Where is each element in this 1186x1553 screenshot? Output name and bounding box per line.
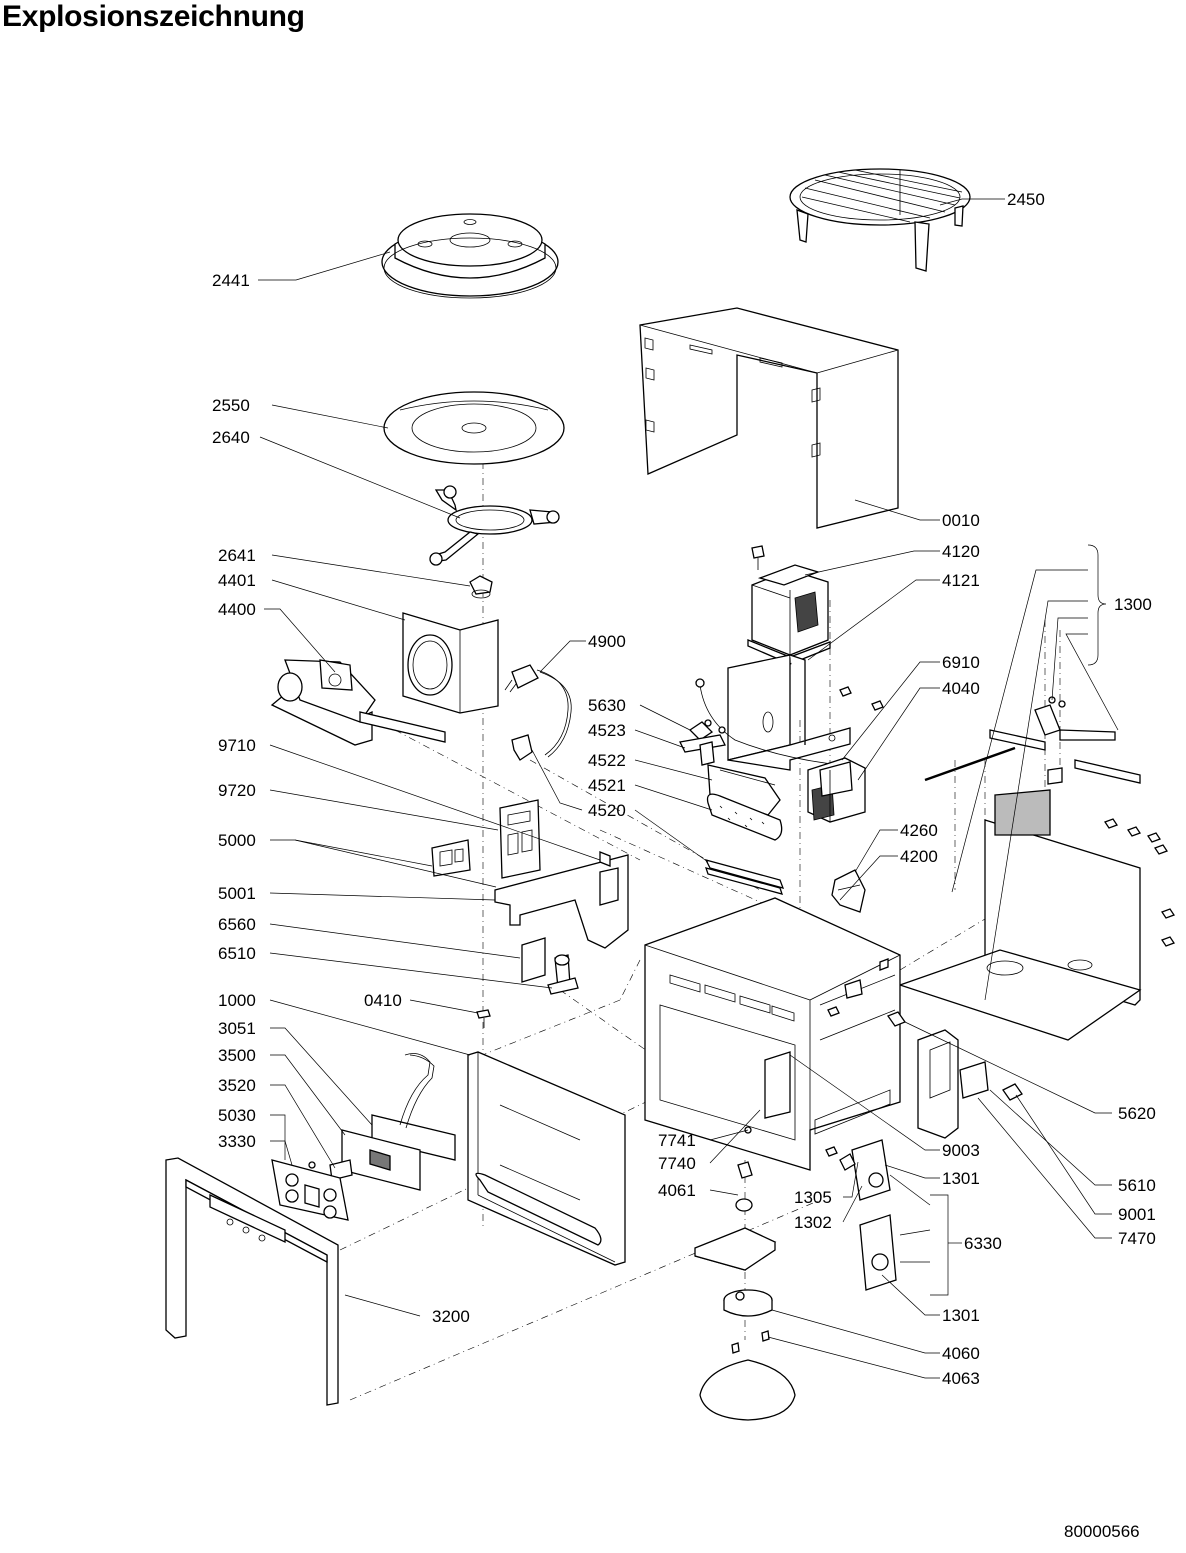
grill-heater-parts <box>679 719 785 895</box>
crisp-plate <box>381 213 559 299</box>
lamp-holder <box>521 937 579 995</box>
callout-5000: 5000 <box>218 831 256 850</box>
callout-4260: 4260 <box>900 821 938 840</box>
callout-4900: 4900 <box>588 632 626 651</box>
roller-ring <box>429 485 560 566</box>
callout-1302: 1302 <box>794 1213 832 1232</box>
grill-rails <box>924 696 1141 785</box>
brace-6330 <box>930 1194 949 1296</box>
callout-4401: 4401 <box>218 571 256 590</box>
oven-door <box>467 1051 626 1266</box>
cavity-side-panel <box>897 789 1175 1041</box>
callout-5630: 5630 <box>588 696 626 715</box>
callout-2640: 2640 <box>212 428 250 447</box>
fan-cover <box>402 612 499 714</box>
callout-6910: 6910 <box>942 653 980 672</box>
callout-2550: 2550 <box>212 396 250 415</box>
callout-9003: 9003 <box>942 1141 980 1160</box>
transformer-bracket <box>727 654 851 771</box>
callout-6510: 6510 <box>218 944 256 963</box>
callout-0410: 0410 <box>364 991 402 1010</box>
callout-4063: 4063 <box>942 1369 980 1388</box>
callout-3500: 3500 <box>218 1046 256 1065</box>
callout-5030: 5030 <box>218 1106 256 1125</box>
callout-3200: 3200 <box>432 1307 470 1326</box>
callout-4522: 4522 <box>588 751 626 770</box>
grill-rack <box>789 168 971 272</box>
document-number: 80000566 <box>1064 1522 1140 1541</box>
control-boards <box>431 799 541 879</box>
callout-4523: 4523 <box>588 721 626 740</box>
fan-motor-bracket <box>270 659 446 746</box>
hv-transformer <box>747 545 831 665</box>
callout-6330: 6330 <box>964 1234 1002 1253</box>
callout-1305: 1305 <box>794 1188 832 1207</box>
callout-4521: 4521 <box>588 776 626 795</box>
outer-casing <box>639 307 899 529</box>
leader-lines <box>258 198 1119 1379</box>
callout-4040: 4040 <box>942 679 980 698</box>
callout-4400: 4400 <box>218 600 256 619</box>
callout-4060: 4060 <box>942 1344 980 1363</box>
door-interlock-switches <box>825 1139 897 1291</box>
callout-6560: 6560 <box>218 915 256 934</box>
transformer-screws <box>839 686 884 711</box>
callout-9001: 9001 <box>1118 1205 1156 1224</box>
callout-7740: 7740 <box>658 1154 696 1173</box>
callout-4061: 4061 <box>658 1181 696 1200</box>
callout-3520: 3520 <box>218 1076 256 1095</box>
callout-3051: 3051 <box>218 1019 256 1038</box>
control-pcb <box>329 1053 456 1191</box>
callout-5001: 5001 <box>218 884 256 903</box>
callout-1301-upper: 1301 <box>942 1169 980 1188</box>
callout-2641: 2641 <box>218 546 256 565</box>
callout-1300: 1300 <box>1114 595 1152 614</box>
front-frame <box>165 1157 339 1406</box>
waveguide-and-brackets <box>886 1011 1023 1139</box>
panel-bracket <box>494 851 629 949</box>
callout-4520: 4520 <box>588 801 626 820</box>
glass-turntable <box>383 391 565 465</box>
callout-1000: 1000 <box>218 991 256 1010</box>
callout-7470: 7470 <box>1118 1229 1156 1248</box>
mains-cable <box>504 664 572 761</box>
callout-2450: 2450 <box>1007 190 1045 209</box>
callout-1301-lower: 1301 <box>942 1306 980 1325</box>
callout-labels: 2450 2441 2550 2640 0010 2641 4120 4401 … <box>212 190 1156 1388</box>
callout-7741: 7741 <box>658 1131 696 1150</box>
callout-4200: 4200 <box>900 847 938 866</box>
callout-9710: 9710 <box>218 736 256 755</box>
turntable-motor <box>694 1161 796 1421</box>
callout-9720: 9720 <box>218 781 256 800</box>
screw-0410 <box>476 1009 491 1028</box>
drawing-title: Explosionszeichnung <box>2 0 305 33</box>
callout-5610: 5610 <box>1118 1176 1156 1195</box>
magnetron <box>807 757 866 823</box>
callout-2441: 2441 <box>212 271 250 290</box>
callout-3330: 3330 <box>218 1132 256 1151</box>
callout-5620: 5620 <box>1118 1104 1156 1123</box>
keypad-module <box>271 1159 349 1221</box>
turntable-coupler <box>469 575 493 599</box>
callout-0010: 0010 <box>942 511 980 530</box>
callout-4120: 4120 <box>942 542 980 561</box>
callout-4121: 4121 <box>942 571 980 590</box>
oven-cavity <box>644 897 901 1171</box>
brace-1300 <box>1087 544 1107 666</box>
